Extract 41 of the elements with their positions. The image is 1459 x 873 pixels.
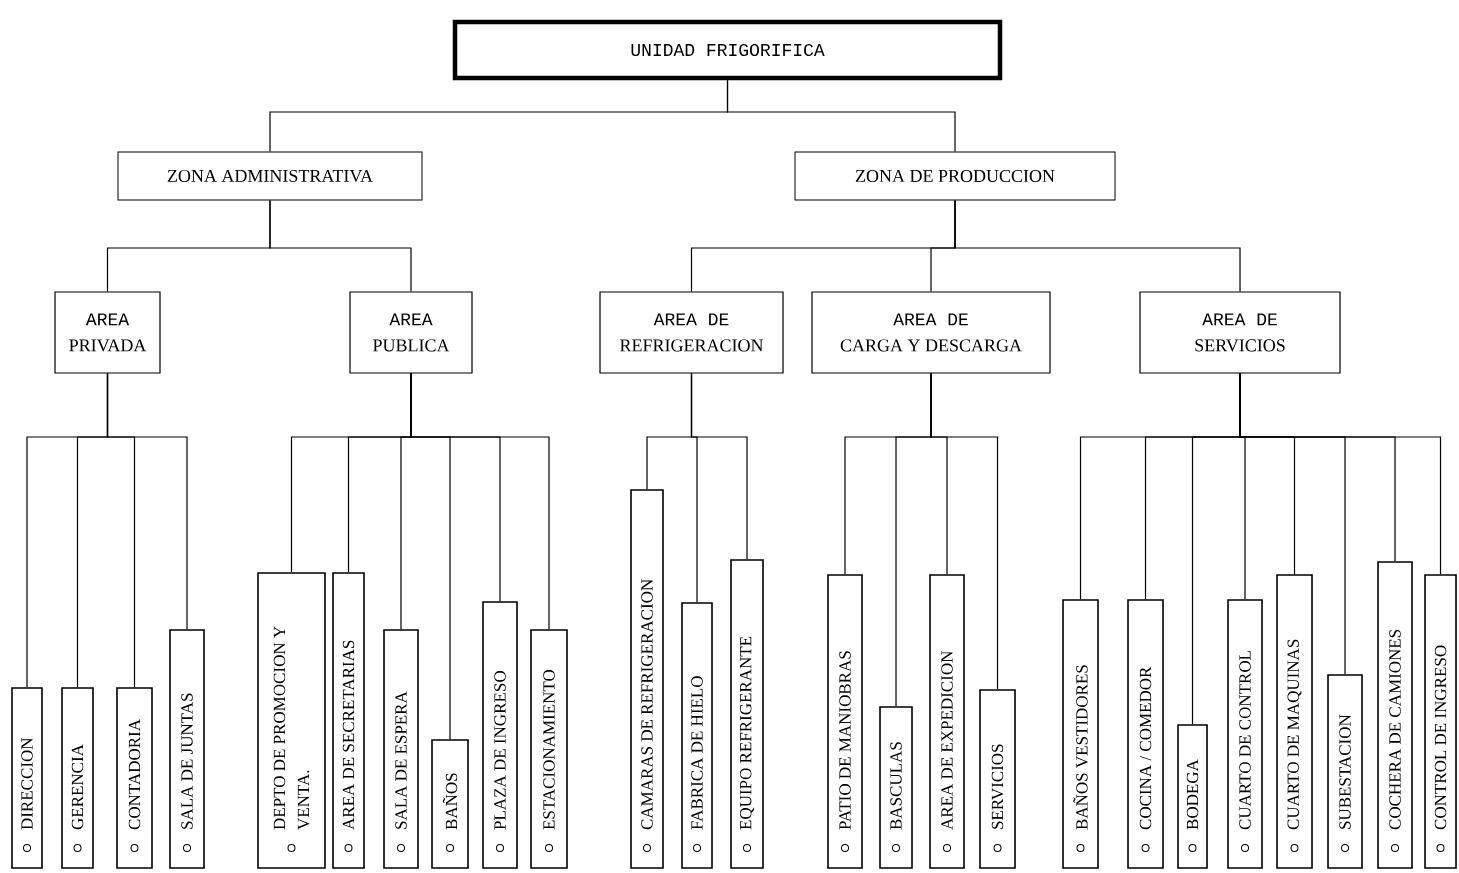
area-box: AREA PUBLICA (349, 291, 473, 374)
connector-line (930, 373, 999, 690)
zone-box: ZONA ADMINISTRATIVA (117, 151, 423, 201)
room-box: CONTROL DE INGRESO (1424, 574, 1457, 869)
room-box: COCHERA DE CAMIONES (1377, 561, 1413, 869)
room-box: ESTACIONAMIENTO (530, 629, 568, 869)
connector-line (106, 373, 188, 630)
room-box: DIRECCION (11, 687, 43, 869)
connector-line (954, 199, 1241, 292)
room-box: DEPTO DE PROMOCION Y VENTA. (257, 572, 326, 869)
room-box: SALA DE JUNTAS (169, 629, 205, 869)
area-box: AREA DE CARGA Y DESCARGA (811, 291, 1051, 374)
room-box: SUBESTACION (1327, 674, 1363, 869)
connector-line (690, 373, 748, 560)
area-box: AREA PRIVADA (54, 291, 161, 374)
zone-box: ZONA DE PRODUCCION (794, 151, 1116, 201)
title-box: UNIDAD FRIGORIFICA (452, 19, 1003, 81)
room-box: GERENCIA (61, 687, 94, 869)
room-box: BASCULAS (879, 706, 913, 869)
room-box: EQUIPO REFRIGERANTE (730, 559, 764, 869)
room-box: COCINA / COMEDOR (1127, 599, 1164, 869)
connector-line (410, 373, 550, 630)
area-box: AREA DE REFRIGERACION (599, 291, 784, 374)
room-box: PLAZA DE INGRESO (482, 601, 518, 869)
room-box: CONTADORIA (116, 687, 153, 869)
room-box: BODEGA (1177, 724, 1208, 869)
room-box: AREA DE SECRETARIAS (332, 572, 365, 869)
connector-line (726, 79, 956, 153)
room-box: PATIO DE MANIOBRAS (827, 574, 863, 869)
connector-line (269, 199, 412, 292)
room-box: AREA DE EXPEDICION (929, 574, 965, 869)
room-box: CUARTO DE MAQUINAS (1276, 574, 1313, 869)
room-box: CUARTO DE CONTROL (1227, 599, 1263, 869)
connector-line (1239, 373, 1442, 575)
area-box: AREA DE SERVICIOS (1139, 291, 1341, 374)
room-box: SALA DE ESPERA (383, 629, 419, 869)
room-box: BAÑOS VESTIDORES (1062, 599, 1099, 869)
room-box: CAMARAS DE REFRIGERACION (630, 489, 664, 869)
room-box: SERVICIOS (979, 689, 1016, 869)
room-box: BAÑOS (431, 739, 469, 869)
room-box: FABRICA DE HIELO (681, 602, 713, 869)
